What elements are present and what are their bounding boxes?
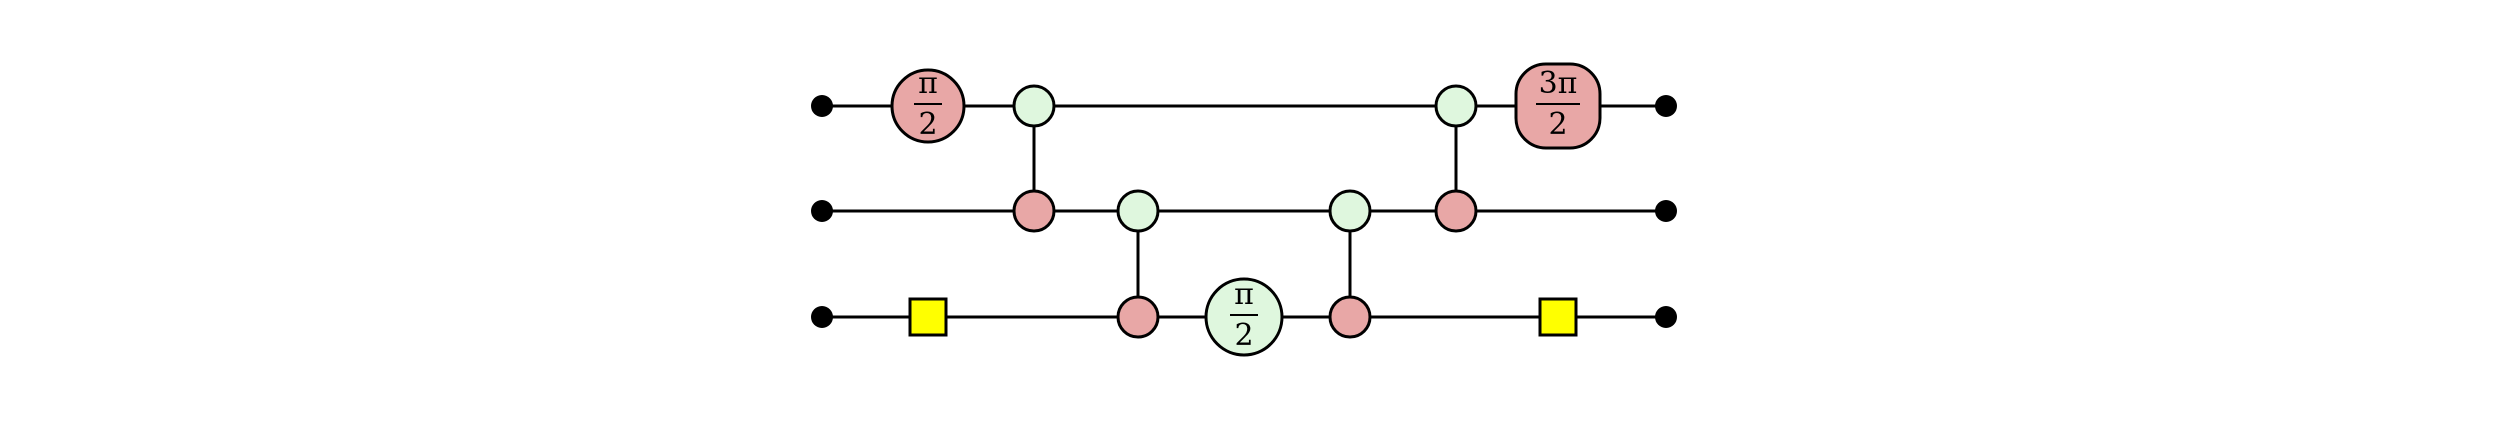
input-terminal-2 <box>811 200 833 222</box>
phase-numerator: π <box>918 66 938 101</box>
red-spider-shape <box>1514 62 1602 150</box>
green-phase-spider-1: π 2 <box>1204 277 1284 357</box>
input-terminal-1 <box>811 95 833 117</box>
green-spider <box>1328 189 1372 233</box>
phase-numerator: π <box>1234 277 1254 312</box>
green-spider <box>1116 189 1160 233</box>
red-phase-spider-1: π 2 <box>890 66 966 144</box>
phase-denominator: 2 <box>918 107 937 142</box>
hadamard-box <box>1538 297 1578 337</box>
hadamard-box <box>908 297 948 337</box>
output-terminal-3 <box>1655 306 1677 328</box>
red-phase-spider-2: 3π 2 <box>1514 62 1602 150</box>
phase-denominator: 2 <box>1234 318 1253 353</box>
green-spider <box>1434 84 1478 128</box>
red-spider <box>1434 189 1478 233</box>
red-spider <box>1012 189 1056 233</box>
red-spider <box>1328 295 1372 339</box>
output-terminal-1 <box>1655 95 1677 117</box>
green-spider <box>1012 84 1056 128</box>
output-terminal-2 <box>1655 200 1677 222</box>
green-spider-shape <box>1204 277 1284 357</box>
red-spider-shape <box>890 68 966 144</box>
phase-numerator: 3π <box>1539 66 1578 101</box>
phase-denominator: 2 <box>1548 107 1567 142</box>
red-spider <box>1116 295 1160 339</box>
input-terminal-3 <box>811 306 833 328</box>
